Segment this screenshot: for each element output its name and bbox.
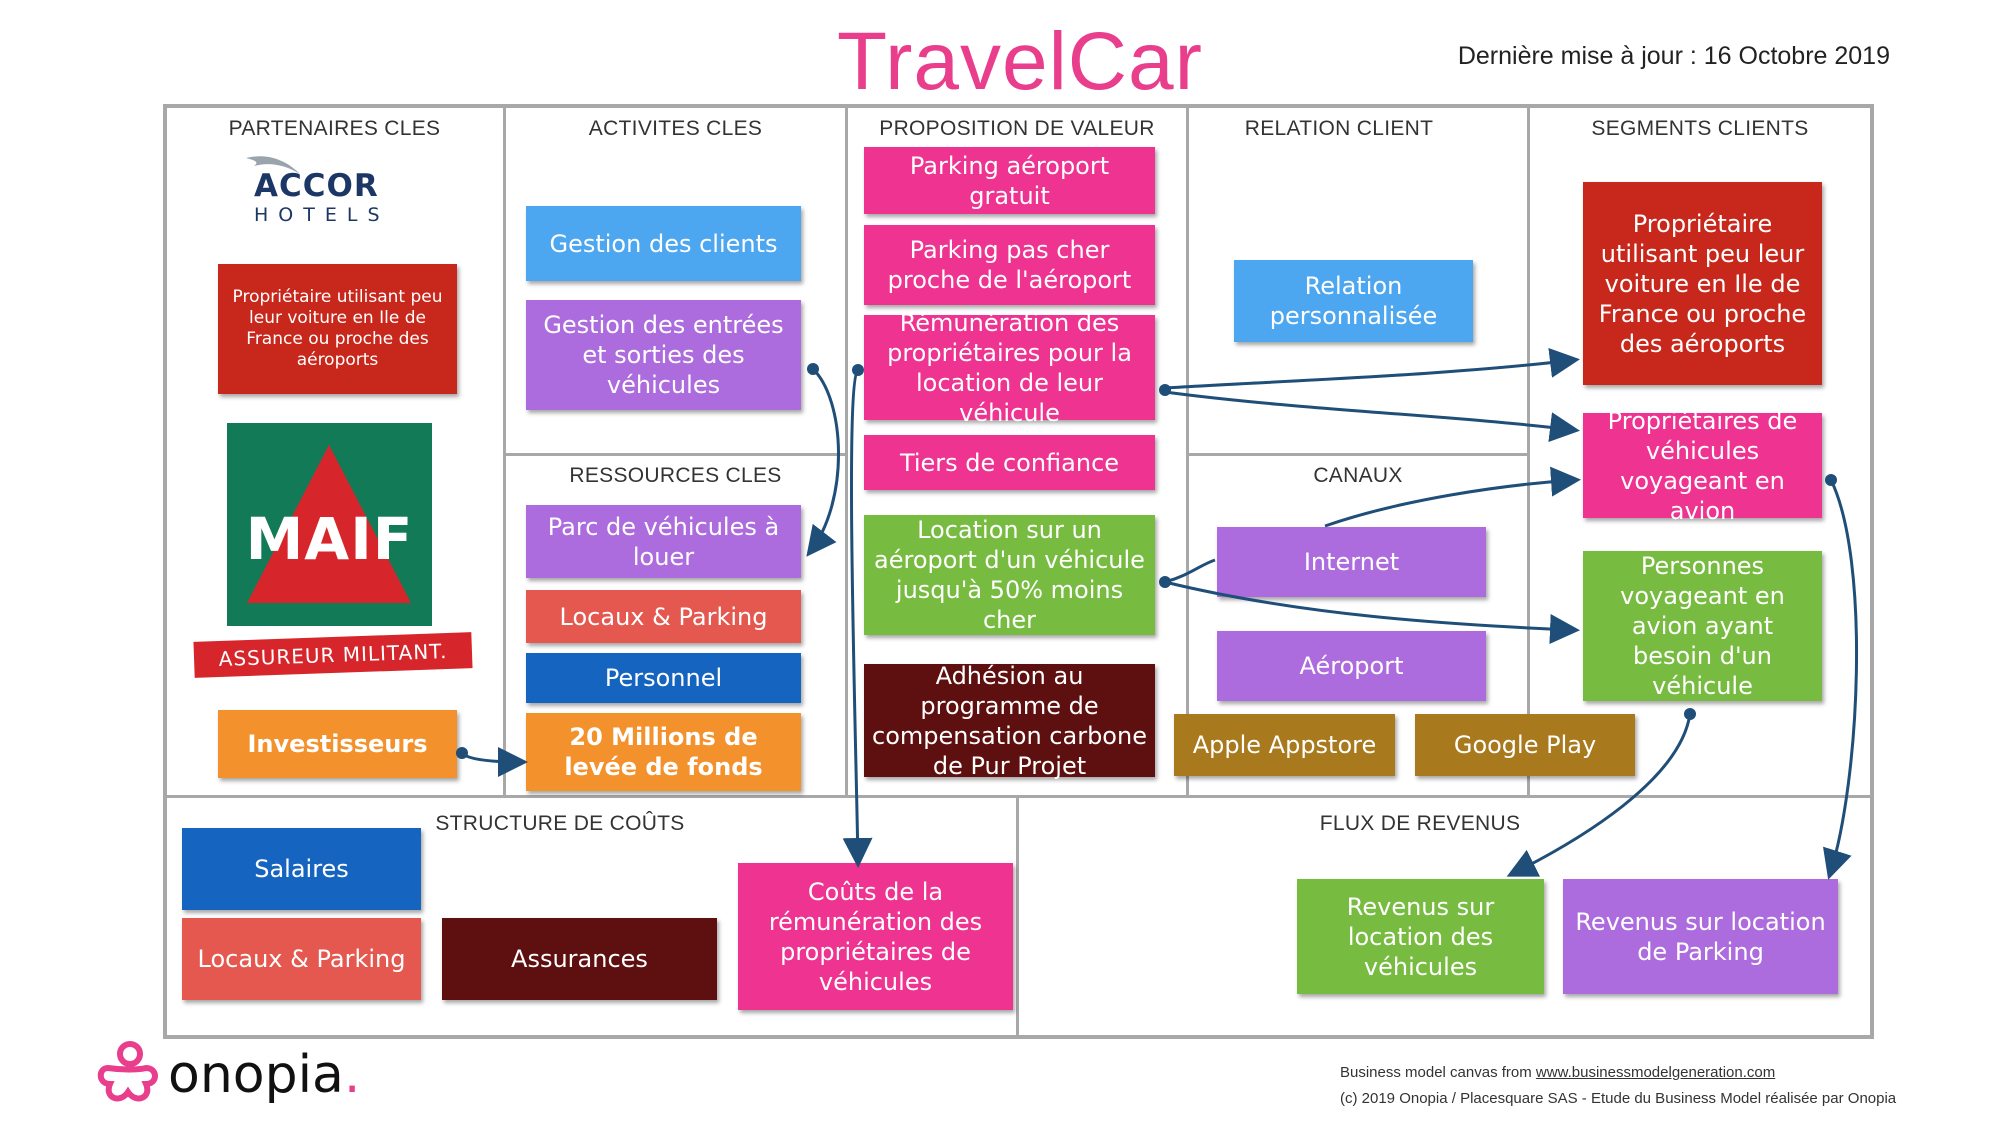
arrow-dot-avion (1825, 474, 1837, 486)
section-title-activites: ACTIVITES CLES (588, 117, 763, 140)
resource-levee-fonds: 20 Millions de levée de fonds (526, 713, 801, 791)
last-update-date: Dernière mise à jour : 16 Octobre 2019 (1457, 42, 1890, 70)
arrow-dot-investisseurs (456, 747, 468, 759)
onopia-logo-icon (94, 1038, 166, 1108)
arrow-gestion-to-parc (806, 367, 840, 557)
accor-bird-icon (246, 156, 300, 174)
section-title-relation: RELATION CLIENT (1244, 117, 1434, 140)
footer-credit-line1: Business model canvas from www.businessm… (1340, 1064, 1775, 1081)
section-title-revenus: FLUX DE REVENUS (1319, 812, 1521, 835)
arrow-investisseurs-to-levee (460, 746, 528, 777)
arrow-avion-to-revenus-parking (1822, 479, 1859, 880)
accor-hotels-wordmark: HOTELS (254, 204, 390, 226)
cost-salaires: Salaires (182, 828, 421, 910)
arrow-dot-remuneration (1159, 384, 1171, 396)
channel-google-play: Google Play (1415, 714, 1635, 776)
arrow-dot-location (1159, 576, 1171, 588)
cost-locaux-parking: Locaux & Parking (182, 918, 421, 1000)
maif-tagline: ASSUREUR MILITANT. (193, 632, 473, 678)
resource-parc-vehicules: Parc de véhicules à louer (526, 505, 801, 578)
accor-hotels-logo: ACCOR HOTELS (240, 150, 420, 230)
maif-wordmark: MAIF (245, 505, 414, 573)
maif-triangle-icon (247, 445, 411, 603)
revenue-location-parking: Revenus sur location de Parking (1563, 879, 1838, 994)
channel-aeroport: Aéroport (1217, 631, 1486, 701)
arrow-dot-personnes (1684, 708, 1696, 720)
canvas-divider-2 (845, 104, 848, 795)
section-title-ressources: RESSOURCES CLES (569, 464, 782, 487)
resource-locaux-parking: Locaux & Parking (526, 590, 801, 643)
segment-proprietaire: Propriétaire utilisant peu leur voiture … (1583, 182, 1822, 385)
partner-proprietaire: Propriétaire utilisant peu leur voiture … (218, 264, 457, 394)
value-parking-gratuit: Parking aéroport gratuit (864, 147, 1155, 214)
segment-proprietaires-avion: Propriétaires de véhicules voyageant en … (1583, 407, 1822, 525)
arrow-dot-remuneration-cost (852, 364, 864, 376)
footer-bmg-link[interactable]: www.businessmodelgeneration.com (1535, 1064, 1776, 1081)
canvas-divider-1 (503, 104, 506, 795)
canvas-divider-4 (1527, 104, 1530, 795)
section-title-partenaires: PARTENAIRES CLES (228, 117, 441, 140)
partner-investisseurs: Investisseurs (218, 710, 457, 778)
channel-apple-appstore: Apple Appstore (1174, 714, 1395, 776)
canvas-border-top (163, 104, 1874, 108)
relation-personnalisee: Relation personnalisée (1234, 260, 1473, 342)
value-remuneration: Rémunération des propriétaires pour la l… (864, 309, 1155, 427)
arrow-remuneration-to-segment-proprietaire (1164, 347, 1580, 390)
onopia-wordmark-dot: . (343, 1045, 361, 1105)
page-title: TravelCar (837, 16, 1203, 107)
value-adhesion-pur-projet: Adhésion au programme de compensation ca… (864, 662, 1155, 780)
canvas-divider-couts-revenus (1016, 795, 1019, 1039)
value-parking-pas-cher: Parking pas cher proche de l'aéroport (864, 225, 1155, 305)
footer-credit-line2: (c) 2019 Onopia / Placesquare SAS - Etud… (1340, 1090, 1897, 1107)
arrow-dot-gestion (807, 363, 819, 375)
resource-personnel: Personnel (526, 653, 801, 703)
canvas-divider-3 (1186, 104, 1189, 795)
cost-assurances: Assurances (442, 918, 717, 1000)
activity-gestion-clients: Gestion des clients (526, 206, 801, 281)
arrow-remuneration-to-couts (842, 368, 873, 868)
canvas-border-right (1870, 104, 1874, 1039)
activity-gestion-entrees: Gestion des entrées et sorties des véhic… (526, 300, 801, 410)
section-title-proposition: PROPOSITION DE VALEUR (879, 117, 1155, 140)
onopia-flower-icon (97, 1041, 158, 1102)
arrow-remuneration-to-segment-avion (1164, 390, 1580, 443)
section-title-segments: SEGMENTS CLIENTS (1591, 117, 1809, 140)
channel-internet: Internet (1217, 527, 1486, 597)
value-location-aeroport: Location sur un aéroport d'un véhicule j… (864, 515, 1155, 635)
onopia-wordmark: onopia. (168, 1045, 360, 1105)
revenue-location-vehicules: Revenus sur location des véhicules (1297, 879, 1544, 994)
canvas-divider-relation-canaux (1186, 453, 1530, 456)
canvas-divider-activites-ressources (503, 453, 848, 456)
maif-logo: MAIF (227, 423, 432, 626)
segment-personnes-avion: Personnes voyageant en avion ayant besoi… (1583, 551, 1822, 701)
accor-wordmark: ACCOR (254, 168, 379, 204)
section-title-canaux: CANAUX (1313, 464, 1403, 487)
section-title-couts: STRUCTURE DE COÛTS (435, 812, 685, 835)
cost-remuneration-proprietaires: Coûts de la rémunération des propriétair… (738, 863, 1013, 1010)
footer-credit-prefix: Business model canvas from (1340, 1064, 1536, 1081)
onopia-wordmark-text: onopia (168, 1045, 344, 1105)
arrow-location-to-internet (1164, 558, 1216, 584)
value-tiers-confiance: Tiers de confiance (864, 435, 1155, 490)
canvas-border-left (163, 104, 167, 1039)
